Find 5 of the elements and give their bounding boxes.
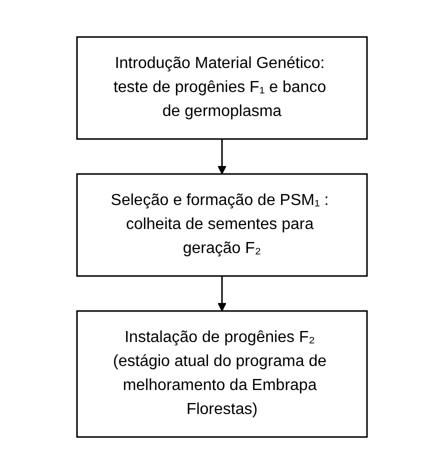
arrow xyxy=(217,138,226,174)
node-box: Seleção e formação de PSM₁ : colheita de sementes para geração F₂ xyxy=(76,172,368,276)
arrow xyxy=(217,276,226,311)
node-box: Instalação de progênies F₂ (estágio atual do programa de melhoramento da Embrapa Florestas) xyxy=(76,310,368,438)
node-box: Introdução Material Genético: teste de progênies F₁ e banco de germoplasma xyxy=(76,36,368,140)
